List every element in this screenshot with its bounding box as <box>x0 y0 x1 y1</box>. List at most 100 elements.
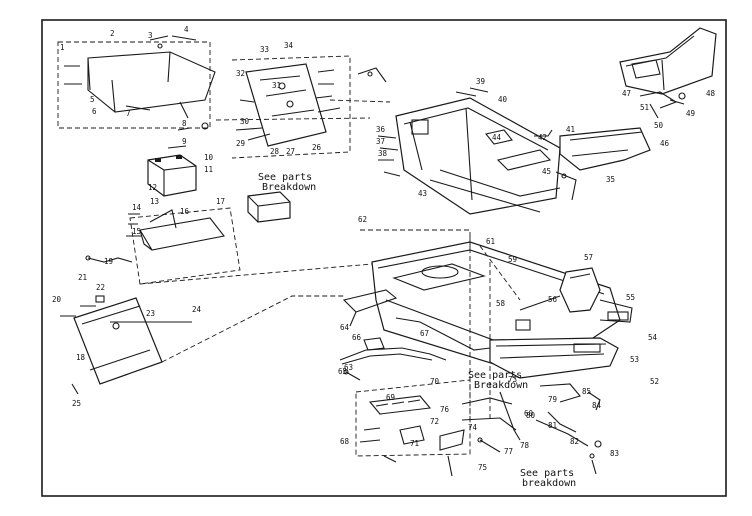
callout-63: 63 <box>344 363 353 372</box>
callout-21: 21 <box>78 273 87 282</box>
callout-7: 7 <box>126 109 131 118</box>
callout-42: 42 <box>538 133 547 142</box>
callout-61: 61 <box>486 237 495 246</box>
callout-52: 52 <box>650 377 659 386</box>
left-hardware <box>126 127 191 237</box>
callout-2: 2 <box>110 29 115 38</box>
callout-56: 56 <box>548 295 558 304</box>
seat-bracket <box>534 127 651 201</box>
callout-4: 4 <box>184 25 189 34</box>
note-line: See parts <box>258 172 312 183</box>
callout-47: 47 <box>622 89 631 98</box>
callout-85: 85 <box>582 387 591 396</box>
callout-41: 41 <box>566 125 575 134</box>
leader-lines <box>139 99 521 420</box>
callout-3: 3 <box>148 31 153 40</box>
callout-77: 77 <box>504 447 513 456</box>
note-line: See parts <box>520 468 574 479</box>
callout-64: 64 <box>340 323 350 332</box>
callout-45: 45 <box>542 167 551 176</box>
note-line: Breakdown <box>262 182 316 193</box>
callout-34: 34 <box>284 41 294 50</box>
callout-36: 36 <box>376 125 386 134</box>
callout-68: 68 <box>340 437 350 446</box>
callout-72: 72 <box>430 417 439 426</box>
callout-50: 50 <box>654 121 664 130</box>
note-see-parts-2: See parts Breakdown <box>468 370 528 391</box>
callout-1: 1 <box>60 43 65 52</box>
callout-78: 78 <box>520 441 530 450</box>
callout-10: 10 <box>204 153 214 162</box>
callout-66: 66 <box>352 333 362 342</box>
callout-37: 37 <box>376 137 385 146</box>
control-panel <box>231 55 387 159</box>
callout-12: 12 <box>148 183 157 192</box>
callout-16: 16 <box>180 207 190 216</box>
callout-15: 15 <box>132 227 141 236</box>
callout-82: 82 <box>570 437 579 446</box>
callout-53: 53 <box>630 355 639 364</box>
callout-76: 76 <box>440 405 450 414</box>
callout-59: 59 <box>508 255 517 264</box>
front-grill-panel <box>60 295 192 395</box>
callout-30: 30 <box>240 117 250 126</box>
fender-mount <box>559 267 633 323</box>
callout-38: 38 <box>378 149 388 158</box>
callout-73: 73 <box>508 375 517 384</box>
callout-74: 74 <box>468 423 478 432</box>
callout-32: 32 <box>236 69 245 78</box>
callout-6: 6 <box>92 107 97 116</box>
callout-70: 70 <box>430 377 440 386</box>
callout-79: 79 <box>548 395 557 404</box>
callout-8: 8 <box>182 119 187 128</box>
seat <box>619 27 717 119</box>
callout-84: 84 <box>592 401 602 410</box>
callout-5: 5 <box>90 95 95 104</box>
callout-51: 51 <box>640 103 649 112</box>
callout-40: 40 <box>498 95 508 104</box>
callout-83: 83 <box>610 449 619 458</box>
callout-17: 17 <box>216 197 225 206</box>
callout-31: 31 <box>272 81 281 90</box>
callout-23: 23 <box>146 309 155 318</box>
callout-54: 54 <box>648 333 658 342</box>
callout-57: 57 <box>584 253 593 262</box>
callout-11: 11 <box>204 165 213 174</box>
callout-27: 27 <box>286 147 295 156</box>
callout-18: 18 <box>76 353 86 362</box>
fender-pan <box>377 87 561 215</box>
note-see-parts-1: See parts Breakdown <box>258 172 316 193</box>
callout-28: 28 <box>270 147 280 156</box>
battery-box <box>247 191 291 223</box>
support-tube <box>342 289 398 327</box>
callout-60: 60 <box>524 409 534 418</box>
callout-43: 43 <box>418 189 427 198</box>
battery-tray <box>85 207 241 285</box>
callout-65: 65 <box>338 367 347 376</box>
callout-75: 75 <box>478 463 487 472</box>
callout-69: 69 <box>386 393 395 402</box>
callout-20: 20 <box>52 295 62 304</box>
callout-9: 9 <box>182 137 187 146</box>
note-see-parts-3: See parts breakdown <box>520 468 576 489</box>
callout-29: 29 <box>236 139 245 148</box>
dash-panel-assembly <box>57 35 216 130</box>
callout-71: 71 <box>410 439 419 448</box>
linkage-rods <box>339 317 491 381</box>
callout-26: 26 <box>312 143 322 152</box>
callout-81: 81 <box>548 421 557 430</box>
callout-33: 33 <box>260 45 269 54</box>
battery <box>147 154 197 197</box>
callout-22: 22 <box>96 283 105 292</box>
callout-80: 80 <box>526 411 536 420</box>
callout-24: 24 <box>192 305 202 314</box>
brake-rod-assembly <box>535 383 602 475</box>
callout-55: 55 <box>626 293 635 302</box>
callout-19: 19 <box>104 257 113 266</box>
callout-58: 58 <box>496 299 506 308</box>
note-line: See parts <box>468 370 522 381</box>
callout-48: 48 <box>706 89 716 98</box>
